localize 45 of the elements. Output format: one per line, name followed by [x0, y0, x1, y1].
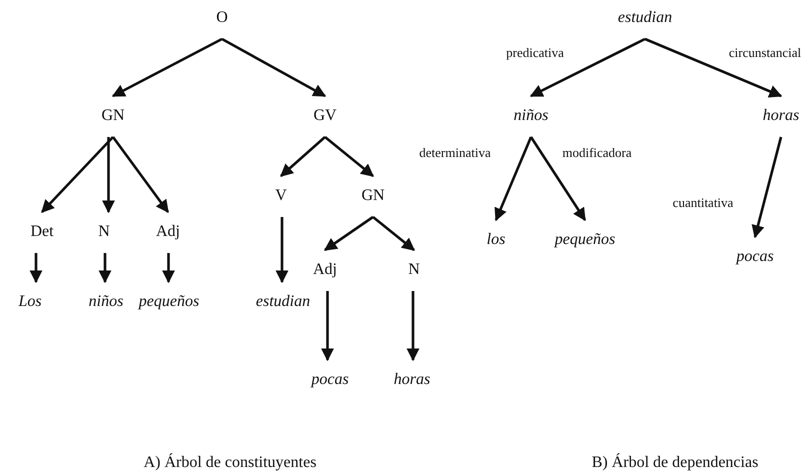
arrow	[102, 137, 115, 214]
arrow	[276, 217, 288, 284]
arrow	[406, 291, 420, 362]
word: estudian	[618, 9, 672, 27]
category-label: Adj	[156, 223, 180, 241]
edge-label: predicativa	[505, 45, 565, 61]
arrow	[41, 136, 114, 213]
word: niños	[88, 293, 124, 311]
word: los	[486, 231, 506, 249]
arrow	[162, 253, 175, 284]
word: horas	[394, 371, 430, 389]
caption: A) Árbol de constituyentes	[144, 454, 316, 472]
category-label: GN	[361, 187, 385, 205]
arrow	[324, 216, 374, 252]
category-label: Det	[30, 223, 54, 241]
word: pocas	[311, 371, 349, 389]
category-label: N	[408, 261, 420, 279]
arrow	[752, 136, 782, 238]
arrow	[112, 136, 170, 214]
arrow	[30, 253, 42, 284]
arrow	[372, 216, 416, 252]
arrow	[530, 38, 646, 98]
word: pequeños	[138, 293, 200, 311]
word: niños	[514, 107, 548, 125]
caption: B) Árbol de dependencias	[592, 454, 758, 472]
arrow	[98, 253, 112, 284]
arrow	[112, 38, 223, 98]
category-label: V	[275, 187, 287, 205]
arrow	[221, 38, 326, 98]
arrow	[321, 291, 334, 362]
category-label: GN	[101, 107, 125, 125]
category-label: N	[98, 223, 110, 241]
word: Los	[18, 293, 42, 311]
arrow	[644, 38, 782, 98]
word: horas	[762, 107, 800, 125]
word: estudian	[256, 293, 310, 311]
category-label: O	[216, 9, 228, 27]
arrow	[530, 136, 586, 222]
word: pocas	[736, 248, 774, 266]
category-label: Adj	[313, 261, 337, 279]
arrow	[324, 136, 374, 177]
word: pequeños	[554, 231, 616, 249]
arrow	[280, 136, 326, 177]
category-label: GV	[313, 107, 337, 125]
arrow	[494, 136, 532, 222]
